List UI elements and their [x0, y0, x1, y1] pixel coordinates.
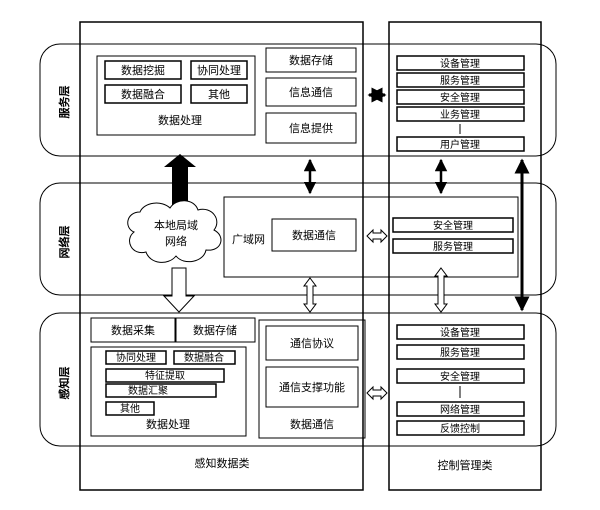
- user-management-label: 用户管理: [440, 138, 480, 151]
- perception-management-list: 设备管理 服务管理 安全管理 网络管理 反馈控制: [396, 324, 525, 436]
- p-feedback-control-label: 反馈控制: [440, 422, 480, 435]
- big-up-arrow-head: [164, 154, 196, 167]
- feature-extraction-box: [105, 368, 225, 383]
- perception-collab-box: [105, 350, 167, 365]
- perception-processing-group: [90, 346, 247, 437]
- data-aggregation-box: [105, 383, 217, 398]
- user-management-box: [396, 136, 525, 152]
- data-fusion-label: 数据融合: [121, 87, 165, 101]
- perception-layer-label: 感知层: [57, 367, 71, 400]
- info-communication-label: 信息通信: [289, 85, 333, 99]
- hollow-down-arrow: [162, 267, 196, 313]
- info-provision-box: [265, 112, 357, 144]
- p-device-management-box: [396, 324, 525, 340]
- network-service-management-label: 服务管理: [433, 240, 473, 253]
- service-layer-label: 服务层: [57, 86, 71, 119]
- perception-data-column-title: 感知数据类: [195, 456, 250, 470]
- data-fusion-box: [104, 84, 182, 104]
- perception-hollow-horizontal-arrow: [366, 385, 388, 401]
- p-network-management-box: [396, 401, 525, 417]
- network-security-management-label: 安全管理: [433, 219, 473, 232]
- comm-support-box: [265, 366, 359, 408]
- info-provision-label: 信息提供: [289, 121, 333, 135]
- service-layer-band: [39, 43, 557, 157]
- network-hollow-horizontal-arrow: [366, 228, 388, 244]
- data-mining-box: [104, 60, 182, 80]
- service-management-box: [396, 72, 525, 88]
- perception-comm-group: [258, 319, 366, 439]
- device-management-label: 设备管理: [440, 57, 480, 70]
- control-management-column-title: 控制管理类: [438, 458, 493, 472]
- security-management-label: 安全管理: [440, 91, 480, 104]
- data-collection-box: [90, 317, 176, 343]
- perception-layer-band: [39, 312, 557, 447]
- perception-other-box: [105, 401, 155, 416]
- device-management-box: [396, 55, 525, 71]
- network-data-communication-box: [271, 218, 357, 252]
- cloud-label-line1: 本地局域: [154, 218, 198, 232]
- p-service-management-label: 服务管理: [440, 346, 480, 359]
- network-data-communication-label: 数据通信: [292, 228, 336, 242]
- service-data-storage-box: [265, 47, 357, 73]
- perception-data-storage-label: 数据存储: [193, 323, 237, 337]
- network-layer-band: [39, 182, 557, 296]
- service-data-storage-label: 数据存储: [289, 53, 333, 67]
- security-management-box: [396, 89, 525, 105]
- collab-processing-box: [190, 60, 248, 80]
- perception-fusion-label: 数据融合: [184, 351, 224, 364]
- perception-collab-label: 协同处理: [116, 351, 156, 364]
- perception-other-label: 其他: [120, 402, 140, 415]
- other-box: [190, 84, 248, 104]
- p-security-management-label: 安全管理: [440, 370, 480, 383]
- data-mining-label: 数据挖掘: [121, 63, 165, 77]
- service-data-processing-group: [96, 55, 256, 136]
- perception-processing-title: 数据处理: [146, 417, 190, 431]
- collab-processing-label: 协同处理: [197, 63, 241, 77]
- network-security-management-box: [392, 217, 514, 233]
- perception-comm-title: 数据通信: [290, 417, 334, 431]
- business-management-box: [396, 106, 525, 122]
- perception-data-column: [79, 21, 364, 491]
- comm-protocol-label: 通信协议: [290, 336, 334, 350]
- feature-extraction-label: 特征提取: [145, 370, 185, 382]
- comm-protocol-box: [265, 325, 359, 361]
- business-management-label: 业务管理: [440, 108, 480, 121]
- service-data-processing-title: 数据处理: [158, 113, 202, 127]
- cloud-label-line2: 网络: [165, 234, 187, 248]
- service-management-list: 设备管理 服务管理 安全管理 业务管理 用户管理: [396, 55, 525, 152]
- other-label: 其他: [208, 88, 230, 101]
- network-layer-label: 网络层: [57, 226, 71, 259]
- comm-support-label: 通信支撑功能: [279, 380, 345, 394]
- wan-label: 广域网: [232, 233, 265, 246]
- p-feedback-control-box: [396, 420, 525, 436]
- control-management-column: [388, 21, 542, 491]
- info-communication-box: [265, 77, 357, 107]
- local-network-cloud: [127, 200, 222, 263]
- p-service-management-box: [396, 344, 525, 360]
- data-aggregation-label: 数据汇聚: [128, 384, 168, 397]
- service-management-label: 服务管理: [440, 74, 480, 87]
- hollow-vertical-arrow-center: [303, 277, 317, 313]
- network-service-management-box: [392, 238, 514, 254]
- hollow-vertical-arrow-right: [434, 267, 448, 313]
- p-security-management-box: [396, 368, 525, 384]
- p-network-management-label: 网络管理: [440, 403, 480, 416]
- perception-data-storage-box: [175, 317, 256, 343]
- data-collection-label: 数据采集: [111, 323, 155, 337]
- big-up-arrow: [172, 163, 188, 209]
- p-device-management-label: 设备管理: [440, 326, 480, 339]
- perception-fusion-box: [173, 350, 236, 365]
